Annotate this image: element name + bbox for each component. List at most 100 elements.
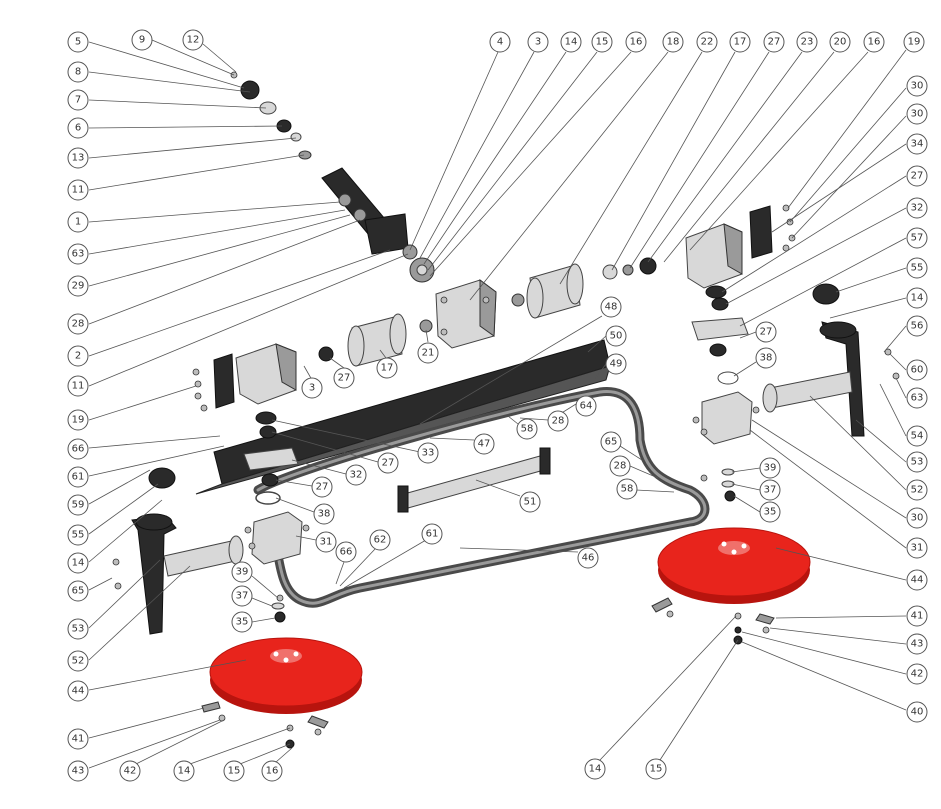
callout: 27 <box>629 31 785 269</box>
svg-text:56: 56 <box>911 321 924 332</box>
svg-text:17: 17 <box>734 37 747 48</box>
tubular-frame <box>253 387 710 608</box>
svg-text:60: 60 <box>911 365 924 376</box>
svg-text:41: 41 <box>72 734 85 745</box>
callout: 35 <box>733 495 781 523</box>
svg-text:14: 14 <box>178 766 191 777</box>
svg-text:61: 61 <box>426 529 439 540</box>
right-spindle-tube <box>511 263 634 319</box>
svg-text:47: 47 <box>478 439 491 450</box>
bevel-gear-set <box>402 244 657 283</box>
callout: 55 <box>67 483 159 546</box>
blade-hardware <box>201 597 775 749</box>
svg-text:3: 3 <box>535 37 541 48</box>
svg-text:61: 61 <box>72 472 85 483</box>
svg-text:35: 35 <box>764 507 777 518</box>
callout: 65 <box>67 577 113 602</box>
svg-text:30: 30 <box>911 109 924 120</box>
left-lower-gearbox <box>244 511 310 565</box>
svg-text:27: 27 <box>382 458 395 469</box>
svg-text:18: 18 <box>667 37 680 48</box>
callout: 27 <box>271 431 399 474</box>
svg-text:31: 31 <box>320 537 333 548</box>
callout: 50 <box>587 325 627 353</box>
left-bracket <box>112 467 244 635</box>
svg-text:21: 21 <box>422 348 435 359</box>
callout: 52 <box>67 565 191 672</box>
svg-text:29: 29 <box>72 281 85 292</box>
callout: 47 <box>429 433 495 455</box>
svg-text:15: 15 <box>596 37 609 48</box>
callout: 48 <box>419 296 622 425</box>
svg-text:51: 51 <box>524 497 537 508</box>
callout: 33 <box>271 419 439 464</box>
svg-text:3: 3 <box>309 383 315 394</box>
svg-text:32: 32 <box>350 470 363 481</box>
svg-text:35: 35 <box>236 617 249 628</box>
callout: 63 <box>67 209 346 265</box>
callout: 46 <box>459 547 599 569</box>
callout: 65 <box>600 431 643 461</box>
callout: 61 <box>343 523 443 589</box>
callout: 38 <box>733 347 777 377</box>
callout: 16 <box>429 31 647 277</box>
callout: 28 <box>609 455 659 479</box>
svg-text:43: 43 <box>911 639 924 650</box>
svg-text:64: 64 <box>580 401 593 412</box>
right-hardware <box>700 468 736 502</box>
svg-text:15: 15 <box>228 766 241 777</box>
svg-text:1: 1 <box>75 217 81 228</box>
svg-text:30: 30 <box>911 513 924 524</box>
right-bracket <box>762 283 900 437</box>
callout: 27 <box>329 357 355 389</box>
svg-text:11: 11 <box>72 185 85 196</box>
callout: 16 <box>261 747 293 782</box>
svg-text:16: 16 <box>868 37 881 48</box>
callout: 11 <box>67 154 305 201</box>
svg-text:49: 49 <box>610 359 623 370</box>
callout: 66 <box>335 541 357 585</box>
svg-text:58: 58 <box>621 484 634 495</box>
callout: 16 <box>689 31 885 251</box>
svg-text:20: 20 <box>834 37 847 48</box>
svg-text:33: 33 <box>422 448 435 459</box>
svg-text:9: 9 <box>139 35 145 46</box>
svg-text:7: 7 <box>75 95 81 106</box>
part-number-callouts: 5 9 12 8 7 6 13 11 1 63 29 28 2 11 4 3 1… <box>67 29 928 782</box>
svg-text:19: 19 <box>72 415 85 426</box>
svg-text:43: 43 <box>72 766 85 777</box>
callout: 30 <box>751 419 928 529</box>
svg-text:27: 27 <box>760 327 773 338</box>
callout: 40 <box>741 641 928 723</box>
callout: 28 <box>67 219 361 335</box>
callout: 12 <box>182 29 237 73</box>
right-cutting-disc <box>657 527 811 604</box>
callout: 4 <box>409 31 511 251</box>
svg-text:48: 48 <box>605 302 618 313</box>
drive-shaft-housing <box>230 71 409 255</box>
callout: 22 <box>559 31 718 285</box>
left-gear-housing <box>192 343 297 412</box>
callout: 27 <box>739 321 777 343</box>
svg-text:27: 27 <box>316 482 329 493</box>
svg-text:63: 63 <box>911 393 924 404</box>
callout: 8 <box>67 61 251 93</box>
svg-text:16: 16 <box>630 37 643 48</box>
svg-text:57: 57 <box>911 233 924 244</box>
svg-text:28: 28 <box>552 416 565 427</box>
callout: 17 <box>611 31 751 271</box>
svg-text:42: 42 <box>124 766 137 777</box>
callout: 15 <box>645 639 739 780</box>
callout: 28 <box>519 410 569 432</box>
callout: 29 <box>67 214 351 297</box>
svg-text:34: 34 <box>911 139 924 150</box>
svg-text:14: 14 <box>589 764 602 775</box>
svg-text:39: 39 <box>764 463 777 474</box>
left-spindle-tube <box>318 313 433 367</box>
svg-text:59: 59 <box>72 500 85 511</box>
svg-text:65: 65 <box>72 586 85 597</box>
callout: 31 <box>749 429 928 559</box>
right-gear-housing <box>685 204 796 289</box>
callout: 44 <box>775 547 928 591</box>
